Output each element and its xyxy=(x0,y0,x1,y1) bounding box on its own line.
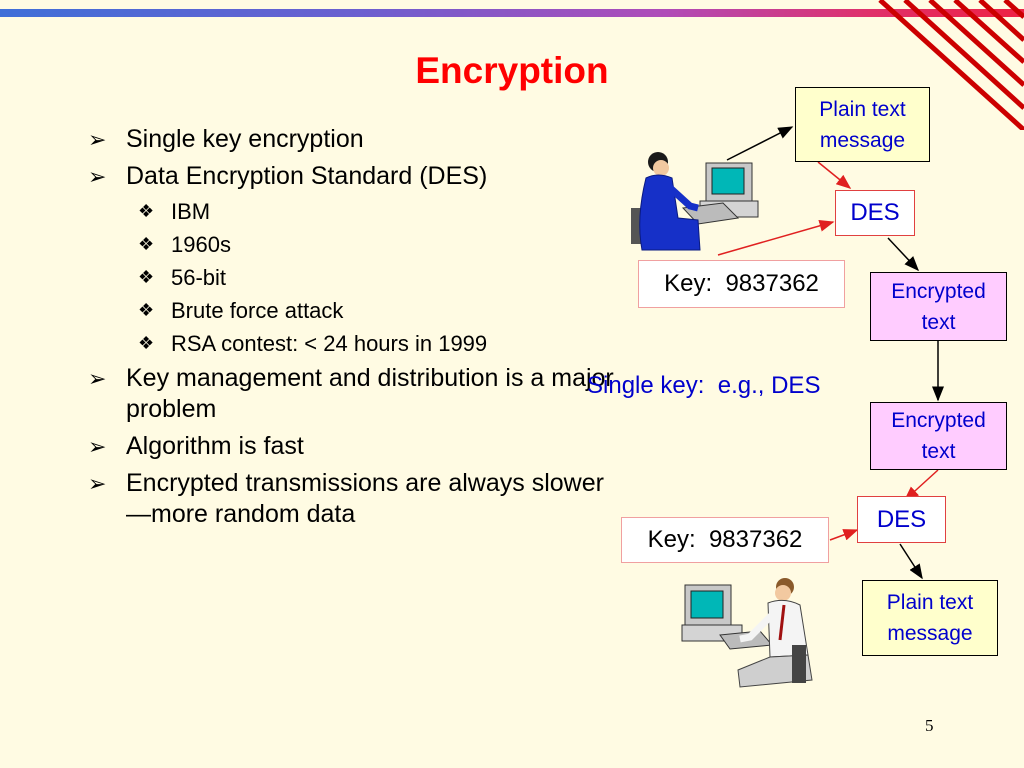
bullet-list: ➢Single key encryption ➢Data Encryption … xyxy=(88,124,618,536)
sub-bullet-item: ❖Brute force attack xyxy=(138,298,344,323)
arrow-bullet-icon: ➢ xyxy=(88,471,107,496)
arrow xyxy=(887,237,920,272)
bullet-item: ➢Single key encryption xyxy=(88,125,364,153)
man-at-computer-icon xyxy=(681,578,813,688)
corner-stripes-decoration xyxy=(878,0,1024,130)
diamond-bullet-icon: ❖ xyxy=(138,300,155,320)
key-box-sender: Key: 9837362 xyxy=(638,260,845,308)
sub-bullet-item: ❖IBM xyxy=(138,199,211,224)
arrow-bullet-icon: ➢ xyxy=(88,434,107,459)
sub-bullet-item: ❖RSA contest: < 24 hours in 1999 xyxy=(138,331,488,356)
arrow-bullet-icon: ➢ xyxy=(88,127,107,152)
diamond-bullet-icon: ❖ xyxy=(138,333,155,353)
des-encrypt-box: DES xyxy=(835,190,915,236)
arrow-bullet-icon: ➢ xyxy=(88,164,107,189)
header-gradient-bar xyxy=(0,9,1024,17)
des-decrypt-box: DES xyxy=(857,496,946,543)
arrow xyxy=(829,529,859,541)
bullet-item: ➢Algorithm is fast xyxy=(88,432,304,460)
diamond-bullet-icon: ❖ xyxy=(138,267,155,287)
arrow xyxy=(899,543,923,580)
page-number: 5 xyxy=(925,716,934,735)
slide-title: Encryption xyxy=(415,50,609,91)
arrow xyxy=(717,219,835,256)
arrow xyxy=(817,161,852,189)
sub-bullet-item: ❖56-bit xyxy=(138,265,227,290)
arrow-bullet-icon: ➢ xyxy=(88,366,107,391)
diagram-caption: Single key: e.g., DES xyxy=(587,372,821,399)
bullet-item: ➢Encrypted transmissions are always slow… xyxy=(88,469,604,528)
key-box-receiver: Key: 9837362 xyxy=(621,517,829,563)
diamond-bullet-icon: ❖ xyxy=(138,201,155,221)
diamond-bullet-icon: ❖ xyxy=(138,234,155,254)
bullet-item: ➢Data Encryption Standard (DES) xyxy=(88,162,488,190)
sub-bullet-item: ❖1960s xyxy=(138,232,231,257)
bullet-item: ➢Key management and distribution is a ma… xyxy=(88,364,614,423)
woman-at-computer-icon xyxy=(631,152,759,251)
arrow xyxy=(726,126,794,161)
arrow xyxy=(903,469,939,502)
